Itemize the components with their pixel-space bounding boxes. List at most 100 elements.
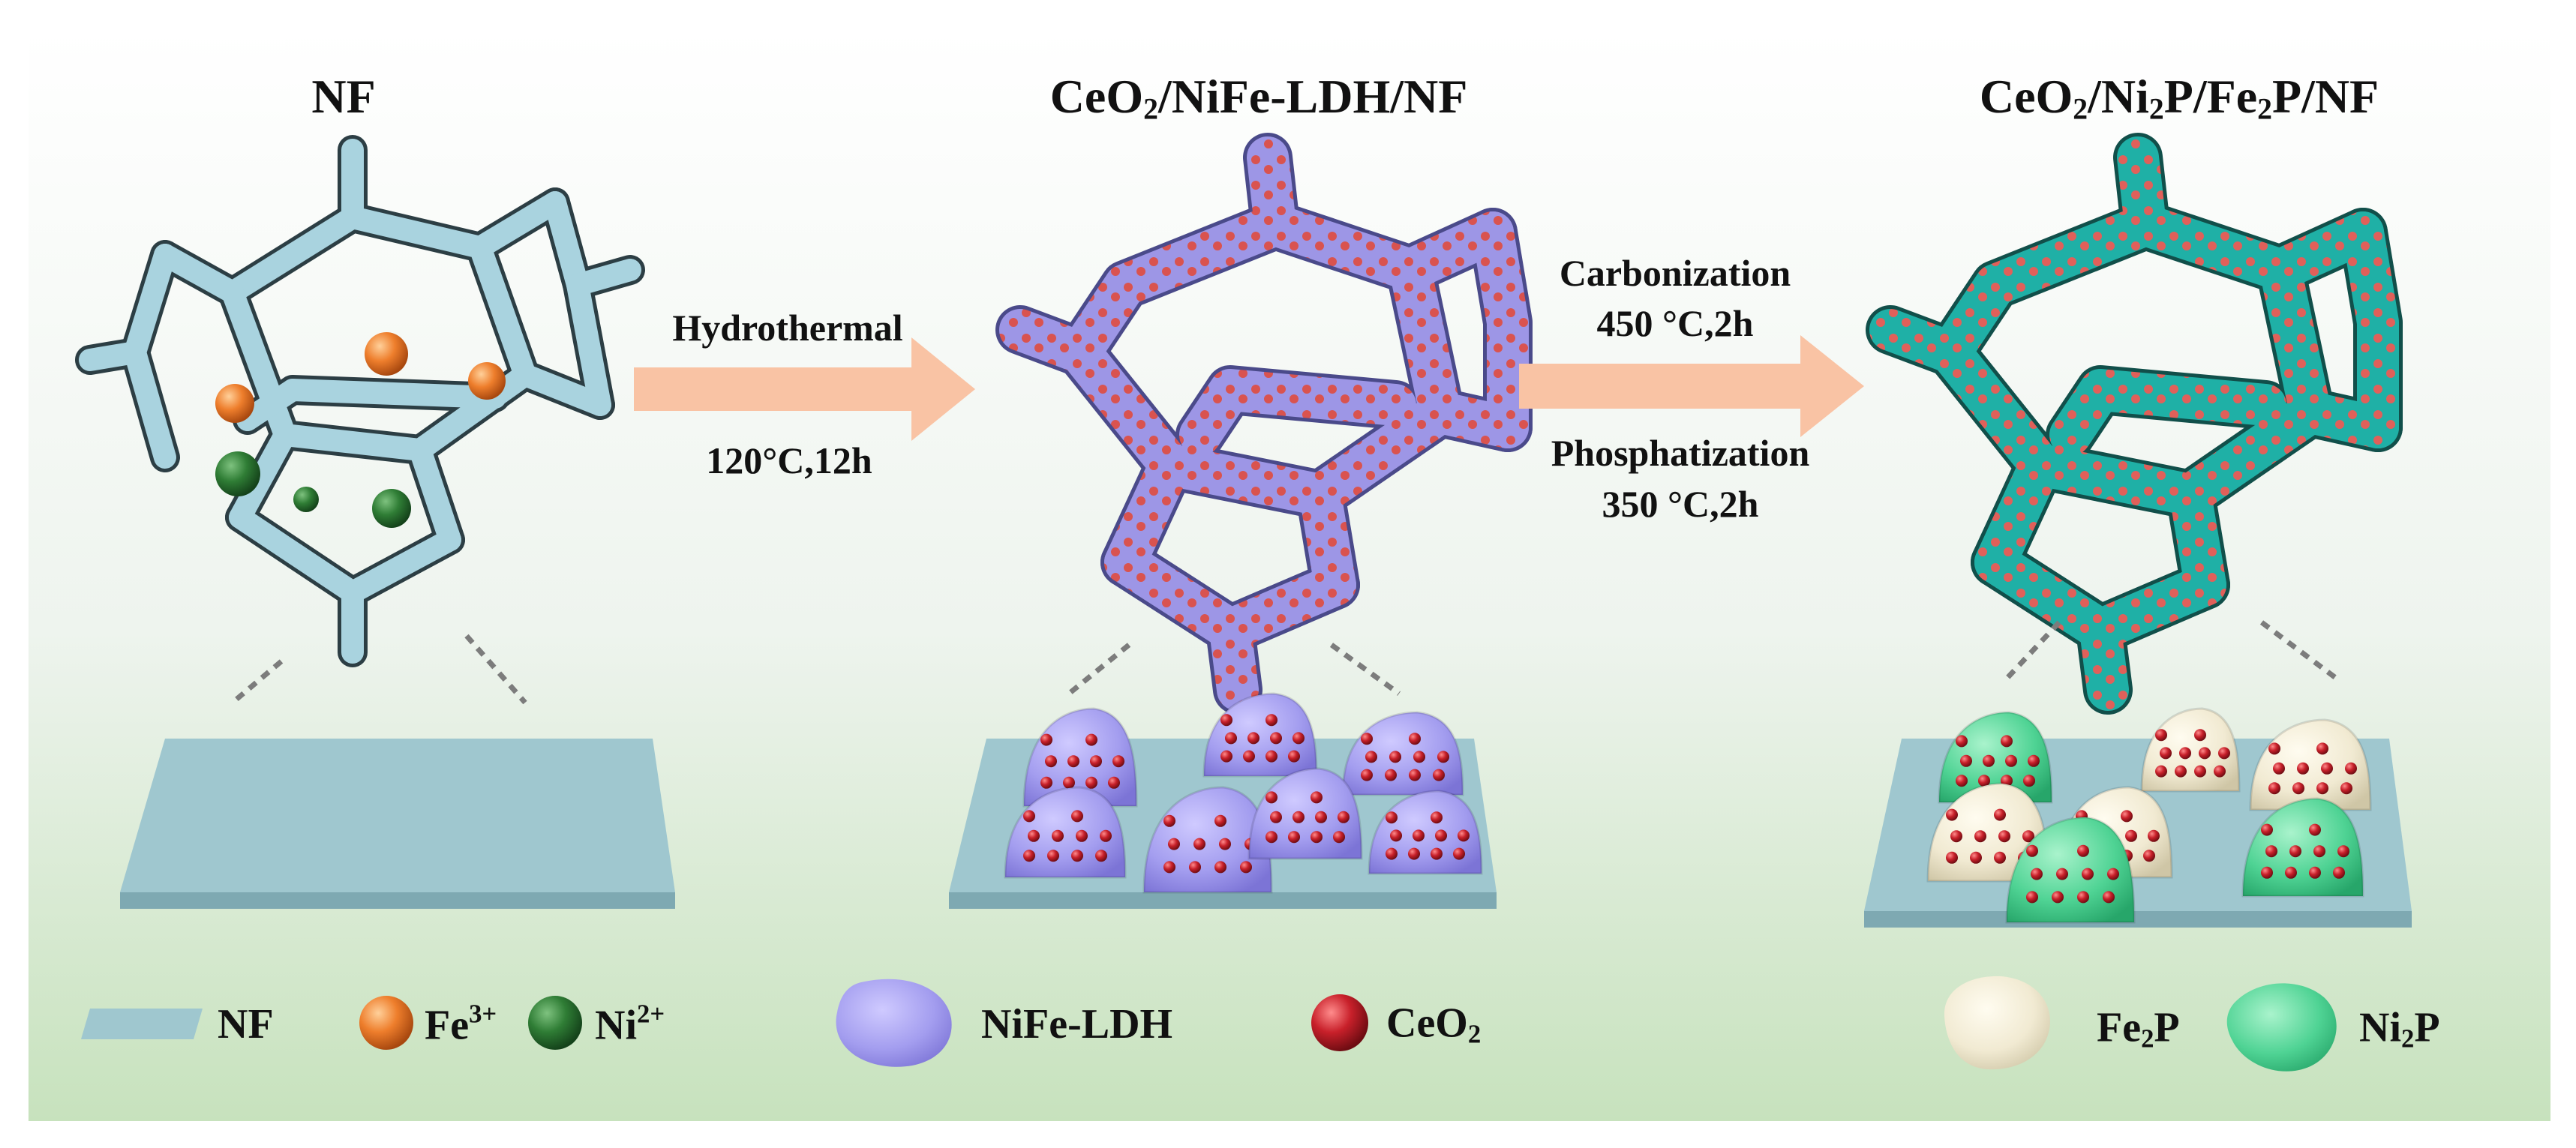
ceo2-particle (1047, 850, 1059, 862)
fe-ion (215, 384, 254, 423)
legend-fe-swatch (359, 996, 413, 1050)
ceo2-particle (2337, 845, 2349, 858)
ceo2-particle (2313, 845, 2325, 858)
legend-nf-label: NF (218, 1001, 274, 1048)
step-phosphatization-condition: 350 °C,2h (1602, 483, 1759, 525)
ceo2-particle (1978, 775, 1990, 787)
ceo2-particle (1994, 808, 2006, 821)
zoom-line-left (1067, 643, 1131, 696)
ceo2-particle (2261, 823, 2273, 836)
ceo2-particle (1389, 751, 1401, 763)
ceo2-particle (1435, 829, 1447, 842)
ceo2-particle (1338, 811, 1350, 823)
ceo2-particle (1071, 850, 1083, 862)
ceo2-particle (1361, 733, 1373, 745)
legend-ceo2-swatch (1311, 994, 1368, 1051)
ceo2-particle (2214, 765, 2226, 778)
ceo2-particle (1385, 769, 1397, 781)
step-carbonization-label: Carbonization (1559, 252, 1791, 294)
ceo2-particle (1023, 810, 1035, 823)
zoom-line-right (464, 634, 527, 705)
ceo2-particle (2218, 747, 2230, 760)
ceo2-particle (1214, 861, 1226, 874)
legend-ceo2-label: CeO2 (1386, 1000, 1482, 1049)
ceo2-particle (2121, 810, 2133, 823)
ceo2-particle (1090, 755, 1102, 768)
ceo2-particle (2023, 775, 2035, 787)
ceo2-particle (1946, 851, 1958, 864)
ceo2-particle (1315, 811, 1327, 823)
ceo2-particle (1386, 847, 1398, 860)
ceo2-particle (1970, 851, 1982, 864)
ceo2-particle (2155, 765, 2167, 778)
ceo2-particle (2031, 868, 2043, 880)
ceo2-particle (2082, 868, 2094, 880)
ldh-framework (995, 133, 1533, 715)
ni-ion (372, 489, 411, 528)
ceo2-particle (2028, 754, 2040, 767)
fe2p-flake (1926, 782, 2049, 883)
legend-ni2p-label: Ni2P (2359, 1004, 2440, 1054)
ceo2-particle (1431, 811, 1443, 824)
ldh-flake (1202, 692, 1318, 778)
ceo2-particle (1408, 847, 1420, 860)
ceo2-particle (2026, 844, 2038, 857)
legend-fe2p-label: Fe2P (2097, 1004, 2180, 1054)
ceo2-particle (1998, 830, 2010, 843)
ceo2-particle (1095, 850, 1107, 862)
ceo2-particle (1390, 829, 1402, 842)
zoom-line-left (2004, 620, 2061, 681)
ceo2-particle (1063, 776, 1075, 789)
ceo2-particle (1270, 811, 1282, 823)
ceo2-particle (1365, 751, 1377, 763)
ceo2-particle (1453, 847, 1465, 860)
ceo2-particle (1311, 831, 1323, 844)
ceo2-particle (2175, 765, 2187, 778)
ceo2-particle (2316, 782, 2328, 795)
legend-ldh-swatch (836, 979, 952, 1067)
ceo2-particle (2199, 747, 2211, 760)
ceo2-particle (1247, 732, 1259, 745)
ceo2-particle (1983, 754, 1995, 767)
legend-ni-swatch (528, 996, 582, 1050)
ceo2-particle (1085, 733, 1097, 746)
ceo2-particle (1994, 851, 2006, 864)
ceo2-particle (1431, 847, 1443, 860)
ceo2-particle (1950, 830, 1962, 843)
ldh-flake (1004, 786, 1127, 879)
ceo2-particle (1112, 755, 1124, 768)
ceo2-particle (1293, 811, 1305, 823)
zoom-line-right (1329, 643, 1401, 696)
nf-substrate (120, 739, 675, 909)
ceo2-particle (2321, 762, 2333, 775)
fe-ion (365, 332, 408, 376)
ceo2-particle (2103, 891, 2115, 904)
ceo2-particle (2289, 845, 2301, 858)
zoom-line-left (230, 659, 284, 705)
ceo2-particle (1433, 769, 1445, 781)
ceo2-particle (2345, 762, 2357, 775)
ceo2-particle (2194, 729, 2206, 742)
ceo2-particle (1076, 829, 1088, 842)
ceo2-particle (1168, 838, 1180, 850)
ni2p-flake (1938, 711, 2053, 804)
ceo2-particle (1163, 814, 1175, 827)
ceo2-particle (1265, 831, 1277, 844)
ceo2-particle (2052, 891, 2064, 904)
ceo2-particle (2333, 866, 2345, 879)
ceo2-particle (2265, 845, 2277, 858)
ceo2-particle (2340, 782, 2352, 795)
ceo2-particle (2155, 729, 2167, 742)
ceo2-particle (1265, 714, 1277, 727)
ceo2-particle (1163, 861, 1175, 874)
legend-ni2p-swatch (2226, 983, 2337, 1072)
ceo2-particle (1288, 831, 1300, 844)
fe2p-flake (2249, 718, 2372, 811)
arrow-hydrothermal (634, 337, 975, 441)
ceo2-particle (1243, 750, 1255, 763)
arrow-carbonization-phosphatization (1519, 335, 1864, 437)
phos-flakes (1926, 707, 2372, 924)
ceo2-particle (1052, 829, 1064, 842)
ceo2-particle (1240, 861, 1252, 874)
